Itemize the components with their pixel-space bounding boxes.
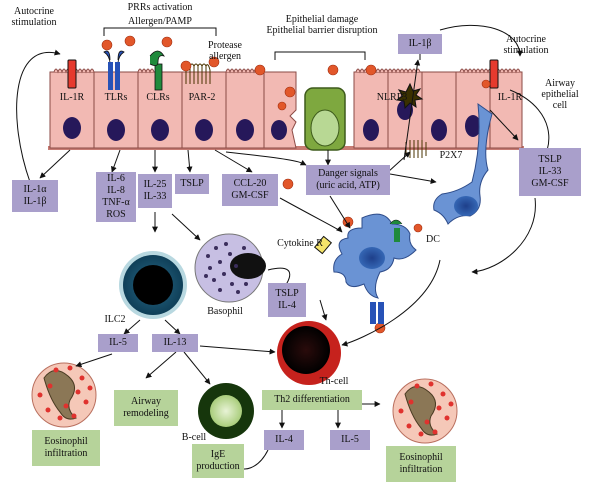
il4-bottom-box: IL-4 xyxy=(264,430,304,450)
il1r-right-receptor xyxy=(489,59,499,89)
autocrine-stimulation-right-label: Autocrine stimulation xyxy=(503,34,549,56)
eosinophil-right xyxy=(392,378,458,444)
cytokine-r-label: Cytokine R xyxy=(277,238,323,249)
par2-label: PAR-2 xyxy=(188,92,216,103)
dendritic-cell-lower xyxy=(333,213,417,324)
il1a-il1b-box: IL-1α IL-1β xyxy=(12,180,58,212)
eosinophil-infiltration-left-box: Eosinophil infiltration xyxy=(32,430,100,466)
cell-nuclei xyxy=(63,100,481,141)
il1r-left-label: IL-1R xyxy=(59,92,85,103)
ilc2-label: ILC2 xyxy=(104,314,126,325)
nlrp3-inflammasome xyxy=(395,82,424,110)
basophil-cell xyxy=(194,233,266,303)
ige-production-box: IgE production xyxy=(192,444,244,478)
protease-allergen-label: Protease allergen xyxy=(208,40,242,62)
allergen-pamp-label: Allergen/PAMP xyxy=(128,16,192,27)
il13-box: IL-13 xyxy=(152,334,198,352)
arrows xyxy=(16,24,550,473)
ccl20-gmcsf-box: CCL-20 GM-CSF xyxy=(222,174,278,206)
airway-epithelial-cell-label: Airway epithelial cell xyxy=(541,78,579,111)
il6-il8-tnf-ros-box: IL-6 IL-8 TNF-α ROS xyxy=(96,172,136,222)
b-cell-label: B-cell xyxy=(181,432,207,443)
b-cell xyxy=(198,383,254,439)
eosinophil-left xyxy=(31,362,97,428)
tlrs-label: TLRs xyxy=(104,92,128,103)
basophil-label: Basophil xyxy=(207,306,243,317)
autocrine-stimulation-left-label: Autocrine stimulation xyxy=(11,6,57,28)
il5-left-box: IL-5 xyxy=(98,334,138,352)
damage-bracket xyxy=(274,51,366,60)
danger-signals-box: Danger signals (uric acid, ATP) xyxy=(306,165,390,195)
th-cell xyxy=(277,321,341,385)
tlr-receptor xyxy=(103,50,125,90)
p2x7-label: P2X7 xyxy=(439,150,463,161)
clrs-label: CLRs xyxy=(146,92,170,103)
tslp-il4-box: TSLP IL-4 xyxy=(268,283,306,317)
il1r-left-receptor xyxy=(67,59,77,89)
il25-il33-box: IL-25 IL-33 xyxy=(138,174,172,208)
tslp-box: TSLP xyxy=(175,174,209,194)
clr-receptor xyxy=(149,50,165,91)
nlrp3-label: NLRP3 xyxy=(376,92,408,103)
ilc2-cell xyxy=(119,251,187,319)
tslp-il33-gmcsf-box: TSLP IL-33 GM-CSF xyxy=(519,148,581,196)
eosinophil-infiltration-right-box: Eosinophil infiltration xyxy=(386,446,456,482)
th2-differentiation-box: Th2 differentiation xyxy=(262,390,362,410)
dc-label: DC xyxy=(426,234,440,245)
prrs-activation-label: PRRs activation xyxy=(127,2,193,13)
il1r-right-label: IL-1R xyxy=(497,92,523,103)
th-cell-label: Th-cell xyxy=(319,376,349,387)
il1b-top-box: IL-1β xyxy=(398,34,442,54)
cytokine-receptor xyxy=(313,235,333,255)
dendritic-cell-upper xyxy=(433,102,493,225)
il5-bottom-box: IL-5 xyxy=(330,430,370,450)
epithelial-damage-label: Epithelial damage Epithelial barrier dis… xyxy=(266,14,378,36)
prrs-bracket xyxy=(103,27,217,36)
airway-remodeling-box: Airway remodeling xyxy=(114,390,178,426)
damaged-cell-nucleus xyxy=(310,109,340,147)
